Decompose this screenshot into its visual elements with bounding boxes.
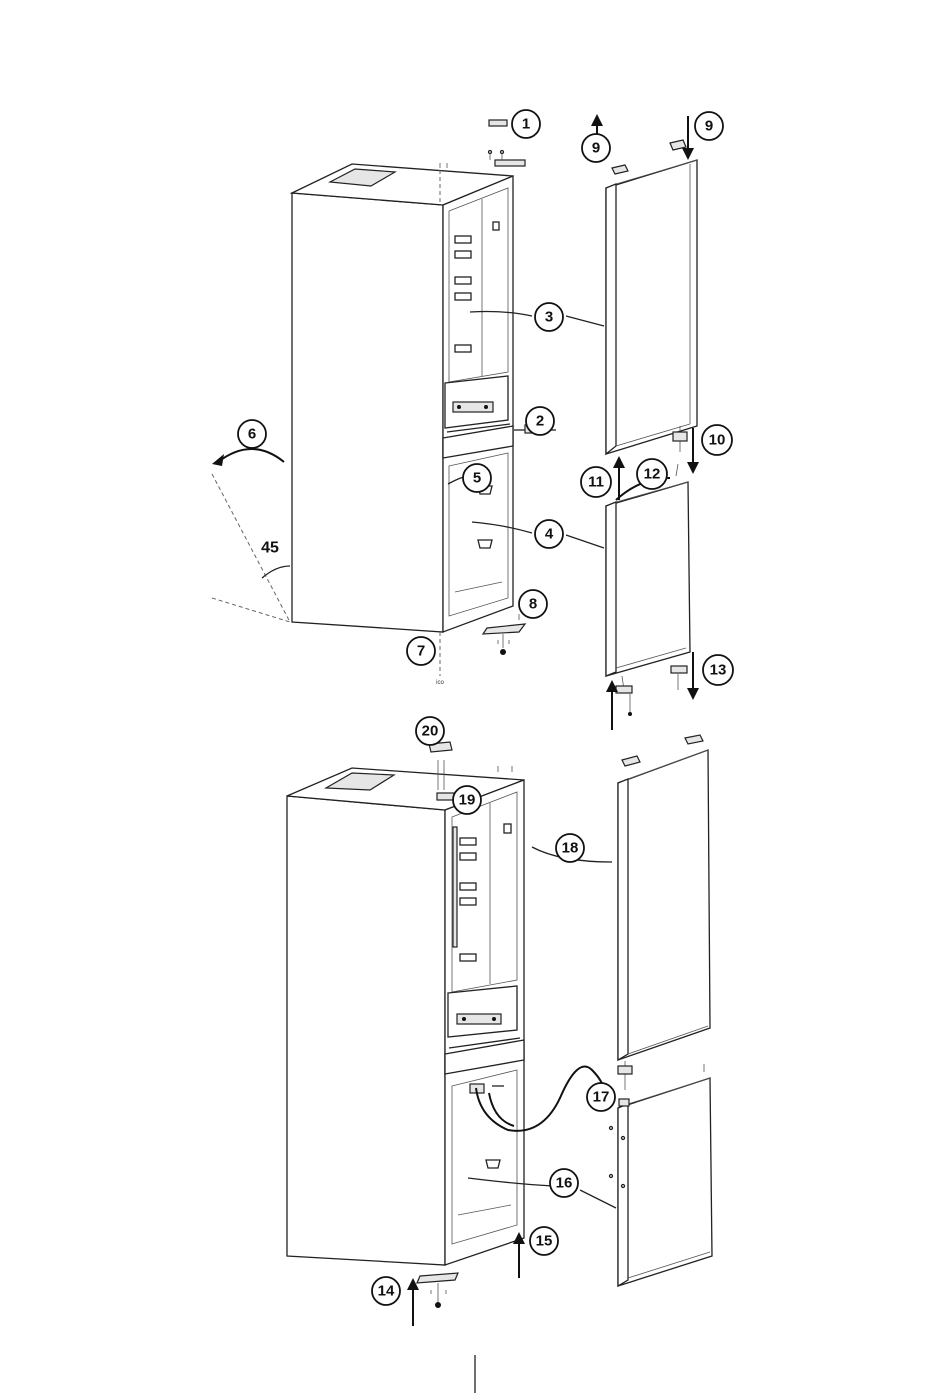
svg-text:17: 17 bbox=[593, 1089, 610, 1106]
svg-text:10: 10 bbox=[709, 432, 726, 449]
svg-text:14: 14 bbox=[378, 1283, 395, 1300]
callout-12: 12 bbox=[637, 459, 667, 489]
callout-18: 18 bbox=[556, 834, 584, 862]
callout-17: 17 bbox=[587, 1083, 615, 1111]
callout-5: 5 bbox=[463, 464, 491, 492]
callout-20: 20 bbox=[416, 717, 444, 745]
svg-text:6: 6 bbox=[248, 426, 256, 443]
svg-text:8: 8 bbox=[529, 596, 537, 613]
svg-text:20: 20 bbox=[422, 723, 439, 740]
callout-1: 1 bbox=[512, 110, 540, 138]
callout-7: 7 bbox=[407, 637, 435, 665]
callout-4: 4 bbox=[535, 520, 563, 548]
freezer-door-bottom bbox=[610, 1078, 713, 1286]
callout-15: 15 bbox=[530, 1227, 558, 1255]
svg-text:7: 7 bbox=[417, 643, 425, 660]
svg-text:9: 9 bbox=[705, 118, 713, 135]
svg-text:18: 18 bbox=[562, 840, 579, 857]
svg-text:15: 15 bbox=[536, 1233, 553, 1250]
svg-text:9: 9 bbox=[592, 140, 600, 157]
callout-13: 13 bbox=[703, 655, 733, 685]
callout-16: 16 bbox=[550, 1169, 578, 1197]
svg-text:5: 5 bbox=[473, 470, 481, 487]
callout-19: 19 bbox=[453, 786, 481, 814]
svg-text:19: 19 bbox=[459, 792, 476, 809]
svg-text:16: 16 bbox=[556, 1175, 573, 1192]
svg-text:1: 1 bbox=[522, 116, 530, 133]
callout-3: 3 bbox=[535, 303, 563, 331]
callout-6: 6 bbox=[238, 420, 266, 448]
fridge-door-top bbox=[606, 140, 697, 454]
svg-text:13: 13 bbox=[710, 662, 727, 679]
callout-8: 8 bbox=[519, 590, 547, 618]
svg-text:3: 3 bbox=[545, 309, 553, 326]
fridge-cabinet-top: ico bbox=[292, 120, 556, 686]
svg-text:12: 12 bbox=[644, 466, 661, 483]
svg-text:4: 4 bbox=[545, 526, 554, 543]
svg-text:2: 2 bbox=[536, 413, 544, 430]
callout-9-up: 9 bbox=[582, 134, 610, 162]
callout-10: 10 bbox=[702, 425, 732, 455]
fridge-cabinet-bottom bbox=[287, 742, 524, 1308]
svg-text:ico: ico bbox=[436, 680, 444, 686]
callout-11: 11 bbox=[581, 467, 611, 497]
angle-label: 45 bbox=[261, 540, 279, 557]
callout-14: 14 bbox=[372, 1277, 400, 1305]
callout-9-down: 9 bbox=[695, 112, 723, 140]
fridge-door-bottom bbox=[618, 735, 710, 1090]
opening-angle-guide: 45 bbox=[212, 449, 290, 622]
callout-2: 2 bbox=[526, 407, 554, 435]
svg-text:11: 11 bbox=[588, 474, 604, 491]
